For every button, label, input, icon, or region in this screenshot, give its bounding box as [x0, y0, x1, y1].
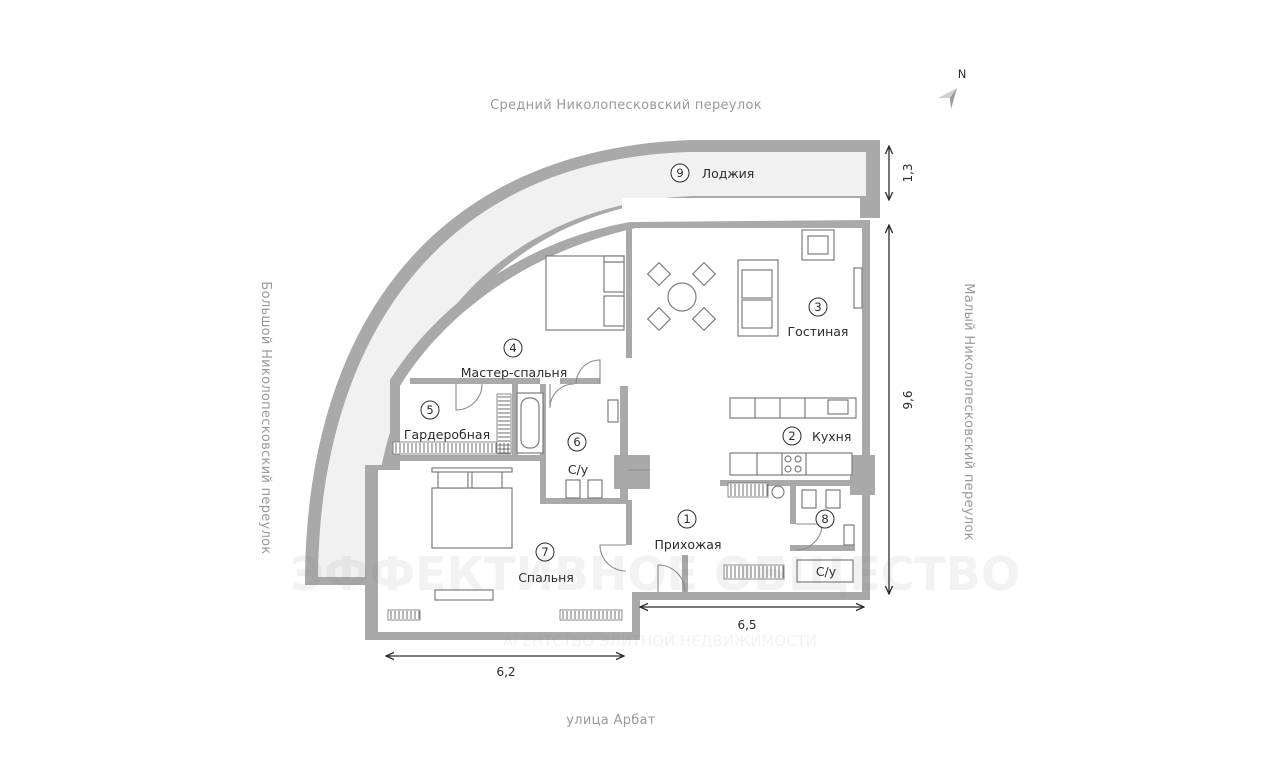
watermark-text: ЭФФЕКТИВНОЕ ОБЩЕСТВО — [290, 547, 1020, 601]
room-2-number: 2 — [788, 429, 795, 443]
loggia-windows — [622, 198, 820, 210]
room-6-name: С/у — [568, 462, 589, 477]
room-5: 5 Гардеробная — [404, 400, 490, 442]
room-3: 3 Гостиная — [788, 297, 849, 339]
street-north: Средний Николопесковский переулок — [490, 98, 762, 113]
room-6-number: 6 — [573, 435, 580, 449]
dimension-bedroom: 6,2 — [386, 656, 624, 679]
room-1-name: Прихожая — [655, 537, 722, 552]
room-3-name: Гостиная — [788, 324, 849, 339]
room-9-name: Лоджия — [702, 166, 755, 181]
armchair — [801, 229, 835, 261]
room-7: 7 Спальня — [518, 542, 574, 585]
dimension-bedroom-value: 6,2 — [496, 665, 515, 679]
room-3-number: 3 — [814, 300, 821, 314]
dimension-hall: 6,5 — [640, 607, 864, 632]
toilet-6 — [565, 479, 603, 499]
room-4-number: 4 — [509, 341, 516, 355]
room-8-number: 8 — [821, 512, 828, 526]
sink-6 — [607, 399, 619, 423]
room-5-number: 5 — [426, 403, 433, 417]
room-2-name: Кухня — [812, 429, 851, 444]
loggia-floor — [318, 152, 866, 577]
north-arrow-icon — [938, 88, 957, 109]
dining-table — [646, 261, 717, 332]
dimension-east-value: 9,6 — [901, 390, 915, 409]
street-east: Малый Николопесковский переулок — [961, 283, 976, 541]
room-1: 1 Прихожая — [655, 509, 722, 552]
dimension-hall-value: 6,5 — [737, 618, 756, 632]
dimension-east: 9,6 — [889, 225, 915, 594]
compass: N — [938, 67, 966, 109]
tv-unit — [853, 267, 863, 309]
watermark-subtext: АГЕНТСТВО ЭЛИТНОЙ НЕДВИЖИМОСТИ — [503, 631, 817, 650]
watermark: ЭФФЕКТИВНОЕ ОБЩЕСТВО АГЕНТСТВО ЭЛИТНОЙ Н… — [290, 547, 1020, 650]
street-west: Большой Николопесковский переулок — [258, 281, 273, 554]
room-4-name: Мастер-спальня — [461, 365, 568, 380]
master-bed — [545, 255, 625, 331]
dimension-loggia: 1,3 — [889, 146, 915, 200]
bathroom-8-fixtures — [771, 485, 855, 583]
bedroom-desk — [434, 589, 494, 601]
room-2: 2 Кухня — [782, 426, 851, 446]
room-6: 6 С/у — [567, 432, 589, 477]
hatch-lines — [390, 396, 784, 619]
room-9-number: 9 — [676, 166, 683, 180]
kitchen-counter-top — [729, 397, 857, 419]
bedroom-bed — [431, 467, 513, 549]
bathtub — [516, 392, 544, 454]
dimension-loggia-value: 1,3 — [901, 163, 915, 182]
interior-walls — [392, 228, 875, 592]
room-7-number: 7 — [541, 545, 548, 559]
room-9: 9 Лоджия — [670, 163, 755, 183]
room-7-name: Спальня — [518, 570, 574, 585]
room-5-name: Гардеробная — [404, 427, 490, 442]
room-1-number: 1 — [683, 512, 690, 526]
compass-label: N — [958, 67, 967, 81]
room-8-name: С/у — [816, 564, 837, 579]
sofa — [737, 259, 779, 337]
room-8: 8 С/у — [815, 509, 837, 579]
street-south: улица Арбат — [566, 713, 656, 728]
kitchen-counter-bottom — [729, 452, 853, 476]
room-4: 4 Мастер-спальня — [461, 338, 568, 380]
